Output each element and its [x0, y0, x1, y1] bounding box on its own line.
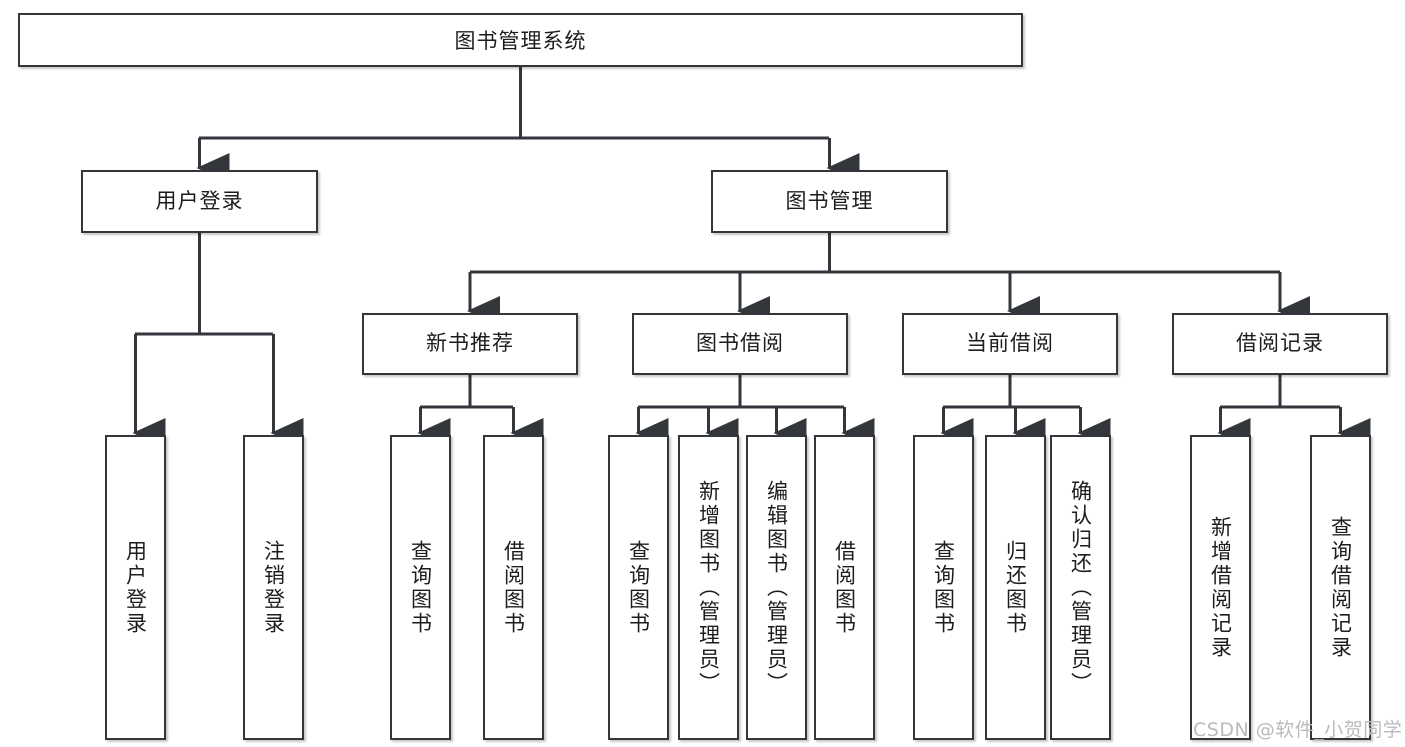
node-label: 借阅图书 — [832, 539, 857, 636]
node-label: 注销登录 — [261, 539, 286, 636]
node-label: 图书管理 — [785, 188, 874, 213]
node-leaf-query-book-1[interactable]: 查询图书 — [390, 435, 451, 740]
node-book-manage[interactable]: 图书管理 — [711, 170, 948, 233]
node-leaf-query-record[interactable]: 查询借阅记录 — [1310, 435, 1371, 740]
node-leaf-query-book-3[interactable]: 查询图书 — [913, 435, 974, 740]
node-label: 确认归还（管理员） — [1068, 479, 1093, 696]
node-book-borrow[interactable]: 图书借阅 — [632, 313, 848, 375]
node-leaf-borrow-book-1[interactable]: 借阅图书 — [483, 435, 544, 740]
node-leaf-add-book[interactable]: 新增图书（管理员） — [678, 435, 739, 740]
node-leaf-logout[interactable]: 注销登录 — [243, 435, 304, 740]
node-user-login[interactable]: 用户登录 — [81, 170, 318, 233]
node-label: 新增借阅记录 — [1208, 515, 1233, 660]
node-label: 查询图书 — [408, 539, 433, 636]
node-leaf-edit-book[interactable]: 编辑图书（管理员） — [746, 435, 807, 740]
node-current-borrow[interactable]: 当前借阅 — [902, 313, 1118, 375]
node-label: 用户登录 — [123, 539, 148, 636]
node-label: 归还图书 — [1003, 539, 1028, 636]
node-label: 查询图书 — [626, 539, 651, 636]
node-label: 当前借阅 — [966, 331, 1054, 356]
node-label: 新增图书（管理员） — [696, 479, 721, 696]
node-label: 借阅图书 — [501, 539, 526, 636]
node-borrow-record[interactable]: 借阅记录 — [1172, 313, 1388, 375]
node-leaf-borrow-book-2[interactable]: 借阅图书 — [814, 435, 875, 740]
node-label: 查询图书 — [931, 539, 956, 636]
node-label: 图书管理系统 — [454, 29, 587, 53]
node-label: 借阅记录 — [1236, 331, 1324, 356]
node-leaf-user-login[interactable]: 用户登录 — [105, 435, 166, 740]
node-leaf-query-book-2[interactable]: 查询图书 — [608, 435, 669, 740]
watermark-label: CSDN @软件_小贺同学 — [1193, 719, 1403, 741]
node-label: 编辑图书（管理员） — [764, 479, 789, 696]
node-label: 用户登录 — [155, 188, 244, 213]
node-leaf-add-record[interactable]: 新增借阅记录 — [1190, 435, 1251, 740]
node-label: 新书推荐 — [426, 331, 514, 356]
node-label: 图书借阅 — [696, 331, 784, 356]
node-new-book-rec[interactable]: 新书推荐 — [362, 313, 578, 375]
node-label: 查询借阅记录 — [1328, 515, 1353, 660]
node-leaf-return-book[interactable]: 归还图书 — [985, 435, 1046, 740]
node-root[interactable]: 图书管理系统 — [18, 13, 1023, 67]
node-leaf-confirm-return[interactable]: 确认归还（管理员） — [1050, 435, 1111, 740]
